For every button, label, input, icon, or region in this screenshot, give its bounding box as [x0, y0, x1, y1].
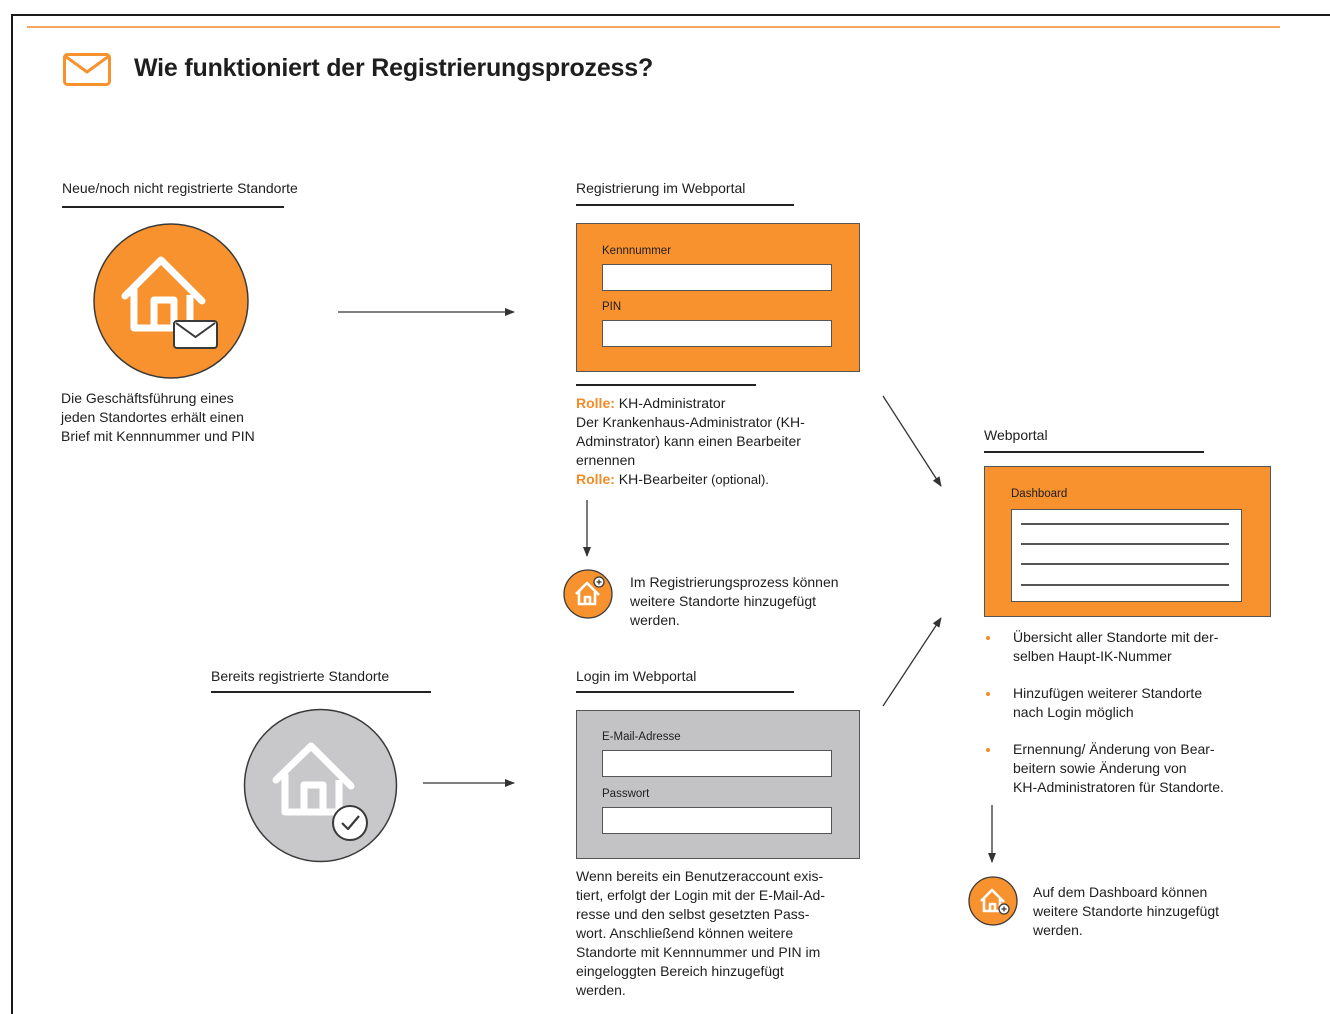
- add-on-dashboard-line: weitere Standorte hinzugefügt: [1033, 903, 1220, 919]
- role-divider: [576, 384, 756, 386]
- feature-line: Übersicht aller Standorte mit der-: [1013, 629, 1219, 645]
- add-during-registration-line: weitere Standorte hinzugefügt: [630, 593, 817, 609]
- kennnummer-label: Kennnummer: [602, 245, 672, 257]
- role-admin-value: KH-Administrator: [614, 395, 726, 411]
- kennnummer-input[interactable]: [602, 264, 832, 291]
- feature-item: Ernennung/ Änderung von Bear- beitern so…: [985, 740, 1224, 797]
- feature-line: Ernennung/ Änderung von Bear-: [1013, 741, 1215, 757]
- role-admin-prefix: Rolle:: [576, 395, 615, 411]
- add-during-registration-line: Im Registrierungsprozess können: [630, 574, 839, 590]
- feature-line: selben Haupt-IK-Nummer: [1013, 648, 1172, 664]
- login-description-line: Standorte mit Kennnummer und PIN im: [576, 944, 821, 960]
- email-label: E-Mail-Adresse: [602, 731, 681, 743]
- arrow-login-to-webportal: [882, 617, 942, 707]
- dashboard-row: [1021, 543, 1229, 545]
- arrow-registration-to-webportal: [882, 395, 942, 487]
- pin-label: PIN: [602, 301, 622, 313]
- feature-item: Übersicht aller Standorte mit der- selbe…: [985, 628, 1224, 666]
- dashboard-panel: Dashboard: [984, 466, 1271, 617]
- house-add-icon: [563, 569, 613, 619]
- add-on-dashboard-text: Auf dem Dashboard können weitere Standor…: [1033, 883, 1219, 940]
- role-description-line: Adminstrator) kann einen Bearbeiter: [576, 433, 801, 449]
- dashboard-row: [1021, 563, 1229, 565]
- login-heading-underline: [576, 691, 794, 693]
- dashboard-row: [1021, 584, 1229, 586]
- page-frame: [11, 14, 1330, 1014]
- dashboard-list: [1011, 509, 1242, 602]
- new-sites-description-line: Brief mit Kennnummer und PIN: [61, 428, 255, 444]
- login-description-line: Wenn bereits ein Benutzeraccount exis-: [576, 868, 824, 884]
- feature-line: Hinzufügen weiterer Standorte: [1013, 685, 1203, 701]
- login-description-line: werden.: [576, 982, 626, 998]
- new-sites-heading: Neue/noch nicht registrierte Standorte: [62, 180, 298, 196]
- login-description: Wenn bereits ein Benutzeraccount exis- t…: [576, 867, 825, 1000]
- add-on-dashboard-line: Auf dem Dashboard können: [1033, 884, 1208, 900]
- role-description-line: ernennen: [576, 452, 636, 468]
- login-description-line: wort. Anschließend können weitere: [576, 925, 794, 941]
- registration-heading: Registrierung im Webportal: [576, 180, 746, 196]
- login-heading: Login im Webportal: [576, 668, 697, 684]
- webportal-heading-underline: [984, 451, 1204, 453]
- new-sites-description-line: Die Geschäftsführung eines: [61, 390, 234, 406]
- webportal-heading: Webportal: [984, 427, 1048, 443]
- house-add-icon: [968, 876, 1018, 926]
- new-sites-description-line: jeden Standortes erhält einen: [61, 409, 244, 425]
- password-label: Passwort: [602, 788, 650, 800]
- login-form: E-Mail-Adresse Passwort: [576, 710, 860, 859]
- new-sites-heading-underline: [62, 206, 284, 208]
- envelope-icon: [63, 53, 111, 86]
- pin-input[interactable]: [602, 320, 832, 347]
- page-title: Wie funktioniert der Registrierungsproze…: [134, 54, 654, 82]
- feature-line: nach Login möglich: [1013, 704, 1134, 720]
- email-input[interactable]: [602, 750, 832, 777]
- dashboard-row: [1021, 523, 1229, 525]
- house-with-check-icon: [243, 708, 398, 863]
- password-input[interactable]: [602, 807, 832, 834]
- new-sites-description: Die Geschäftsführung eines jeden Standor…: [61, 389, 255, 446]
- role-editor-prefix: Rolle:: [576, 471, 615, 487]
- role-editor-value: KH-Bearbeiter: [614, 471, 708, 487]
- role-description-line: Der Krankenhaus-Administrator (KH-: [576, 414, 805, 430]
- registration-form: Kennnummer PIN: [576, 223, 860, 372]
- add-during-registration-text: Im Registrierungsprozess können weitere …: [630, 573, 839, 630]
- login-description-line: eingeloggten Bereich hinzugefügt: [576, 963, 784, 979]
- registered-sites-heading: Bereits registrierte Standorte: [211, 668, 390, 684]
- role-editor-line: Rolle: KH-Bearbeiter (optional).: [576, 470, 805, 489]
- add-during-registration-line: werden.: [630, 612, 680, 628]
- registration-roles: Rolle: KH-Administrator Der Krankenhaus-…: [576, 394, 805, 489]
- dashboard-label: Dashboard: [1011, 488, 1068, 500]
- feature-line: beitern sowie Änderung von: [1013, 760, 1187, 776]
- feature-item: Hinzufügen weiterer Standorte nach Login…: [985, 684, 1224, 722]
- feature-line: KH-Administratoren für Standorte.: [1013, 779, 1224, 795]
- webportal-features: Übersicht aller Standorte mit der- selbe…: [985, 628, 1224, 815]
- registration-heading-underline: [576, 204, 794, 206]
- house-with-letter-icon: [93, 223, 249, 379]
- registered-sites-heading-underline: [211, 691, 431, 693]
- login-description-line: tiert, erfolgt der Login mit der E-Mail-…: [576, 887, 825, 903]
- header-rule: [27, 26, 1280, 28]
- role-editor-note: (optional).: [707, 472, 769, 487]
- login-description-line: resse und den selbst gesetzten Pass-: [576, 906, 810, 922]
- role-admin-line: Rolle: KH-Administrator: [576, 394, 805, 413]
- add-on-dashboard-line: werden.: [1033, 922, 1083, 938]
